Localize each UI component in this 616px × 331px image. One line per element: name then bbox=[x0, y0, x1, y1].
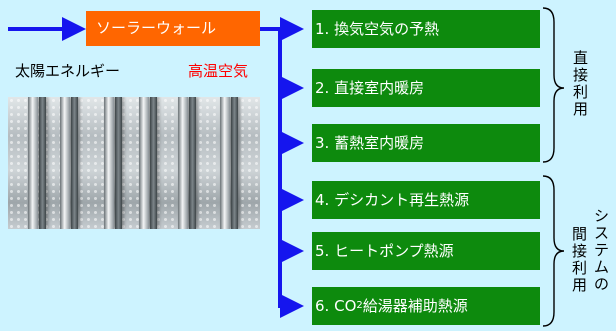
use-box-1: 1. 換気空気の予熱 bbox=[312, 10, 540, 48]
use-box-3: 3. 蓄熱室内暖房 bbox=[312, 124, 540, 162]
use-number: 5. bbox=[315, 241, 330, 260]
use-label: 直接室内暖房 bbox=[334, 78, 425, 97]
use-label: 換気空気の予熱 bbox=[334, 19, 440, 38]
use-label: 蓄熱室内暖房 bbox=[334, 133, 425, 152]
use-number: 6. bbox=[315, 296, 330, 315]
direct-use-label: 直接利用 bbox=[572, 49, 588, 118]
sunlight-label: 太陽エネルギー bbox=[15, 62, 121, 80]
solarwall-panel-photo bbox=[8, 97, 260, 229]
use-box-2: 2. 直接室内暖房 bbox=[312, 69, 540, 107]
use-box-5: 5. ヒートポンプ熱源 bbox=[312, 232, 540, 270]
use-number: 1. bbox=[315, 19, 330, 38]
use-box-4: 4. デシカント再生熱源 bbox=[312, 181, 540, 219]
use-label-prefix: CO bbox=[334, 296, 357, 315]
use-number: 4. bbox=[315, 190, 330, 209]
source-label: ソーラーウォール bbox=[96, 19, 217, 37]
source-box-solarwall: ソーラーウォール bbox=[86, 11, 260, 46]
use-number: 2. bbox=[315, 78, 330, 97]
system-use-brace bbox=[542, 175, 565, 327]
indirect-use-label-col2: 間接利用 bbox=[571, 225, 587, 294]
use-label: ヒートポンプ熱源 bbox=[334, 241, 454, 260]
use-label: デシカント再生熱源 bbox=[334, 190, 470, 209]
use-number: 3. bbox=[315, 133, 330, 152]
direct-use-brace bbox=[542, 7, 565, 163]
system-label-col1: システムの bbox=[593, 207, 609, 293]
hot-air-label: 高温空気 bbox=[188, 62, 249, 80]
use-label-suffix: 給湯器補助熱源 bbox=[362, 296, 468, 315]
